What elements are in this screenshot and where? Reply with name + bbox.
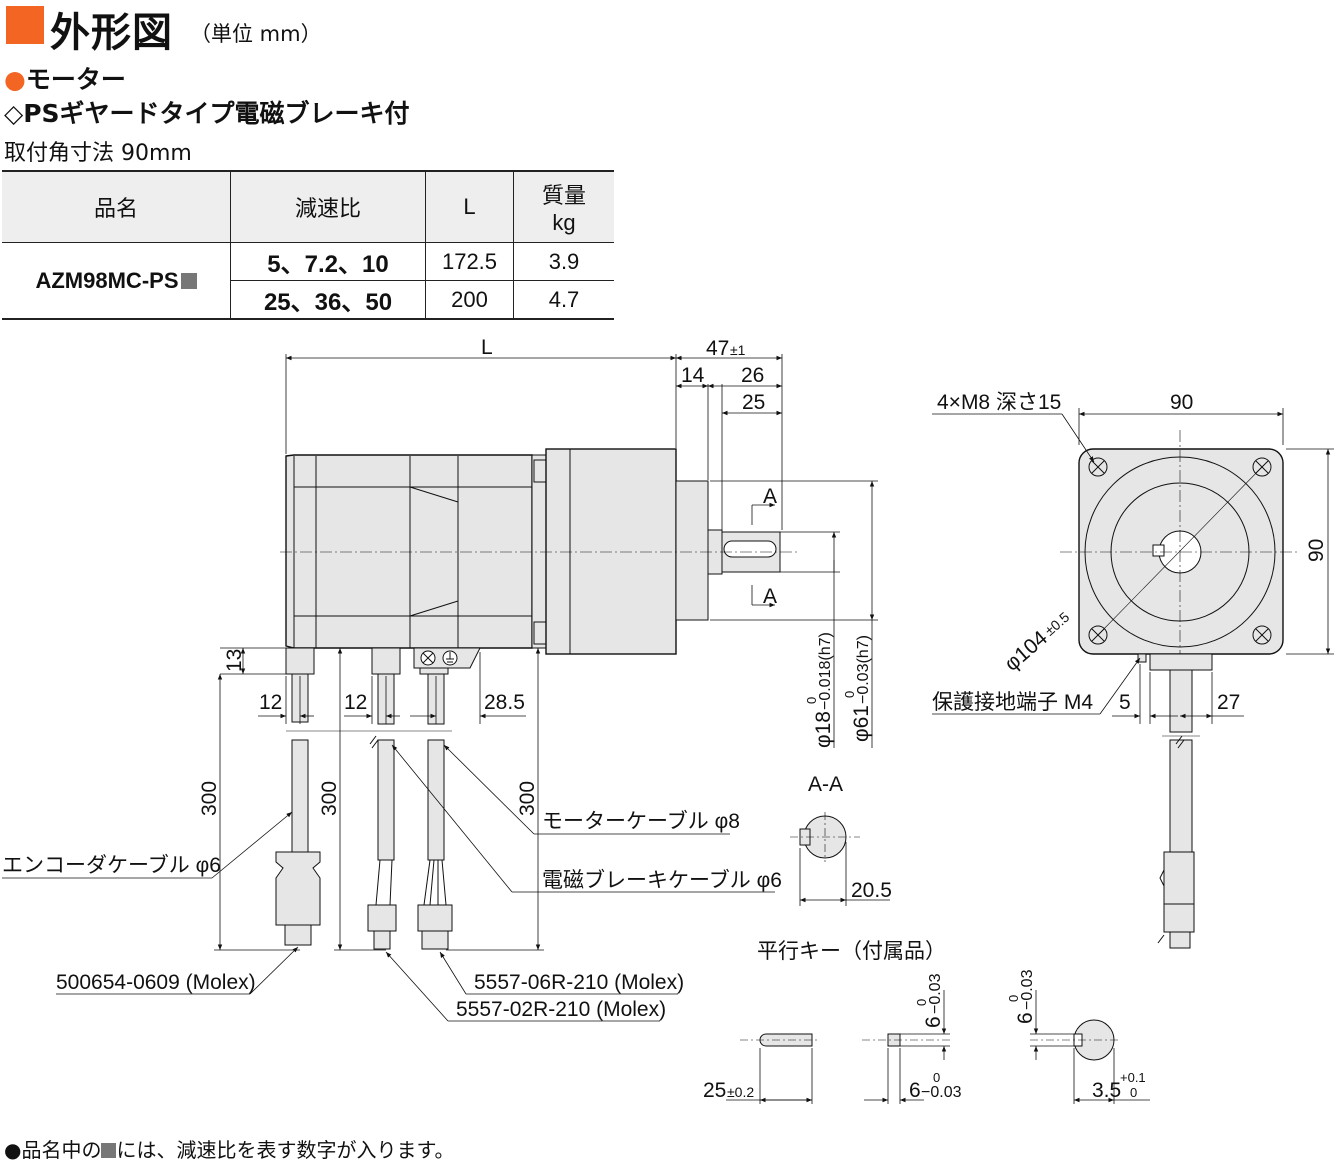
motor-side-view <box>275 448 800 950</box>
ratio-cell: 25、36、50 <box>230 280 426 320</box>
dim-13: 13 <box>223 649 246 672</box>
table-row: AZM98MC-PS 5、7.2、10 172.5 3.9 <box>2 242 614 320</box>
pilot-tol-upper: 0 <box>842 691 857 698</box>
dim-keyway-width: 6 0 −0.03 <box>1006 969 1037 1024</box>
dim-shaft-diameter: φ18 0 −0.018(h7) <box>804 632 835 748</box>
dim-300-brake: 300 <box>318 781 341 816</box>
dim-12-encoder: 12 <box>259 691 282 714</box>
pcd-tol: ±0.5 <box>1041 609 1072 639</box>
footnote-pre: ●品名中の <box>4 1138 102 1162</box>
pcd-value: φ104 <box>1000 626 1052 675</box>
parallel-key <box>726 990 1150 1104</box>
dim-300-encoder: 300 <box>198 781 221 816</box>
key-height-tol-lower: −0.03 <box>927 973 944 1014</box>
callout-brake-connector: 5557-02R-210 (Molex) <box>456 998 666 1021</box>
dim-key-height: 6 0 −0.03 <box>914 973 945 1028</box>
keyway-width-value: 6 <box>1014 1012 1037 1024</box>
dim-keyway-depth-tol-upper: +0.1 <box>1120 1070 1146 1085</box>
dim-key-width: 6 <box>909 1079 921 1102</box>
shaft-tol-upper: 0 <box>804 697 819 704</box>
unit-label: （単位 mm） <box>190 22 322 46</box>
dim-L: L <box>481 336 493 359</box>
dim-300-motor: 300 <box>516 781 539 816</box>
shaft-dia-value: φ18 <box>812 711 835 748</box>
key-title: 平行キー（付属品） <box>757 940 946 963</box>
dim-5: 5 <box>1119 691 1131 714</box>
length-cell: 200 <box>425 280 514 320</box>
section-motor: ●モーター <box>4 60 126 96</box>
dim-key-length: 25 <box>703 1079 726 1102</box>
section-motor-label: モーター <box>25 65 126 94</box>
section-aa-label: A-A <box>808 773 843 796</box>
dim-key-width-tol-upper: 0 <box>933 1070 940 1085</box>
dim-keyway-depth-tol-lower: 0 <box>1130 1085 1137 1100</box>
callout-motor-connector: 5557-06R-210 (Molex) <box>474 971 684 994</box>
page-title: 外形図 <box>50 10 173 56</box>
side-dimensions <box>2 354 878 1022</box>
dim-key-length-tol: ±0.2 <box>727 1084 754 1100</box>
placeholder-square-icon <box>180 272 197 289</box>
dim-pilot-diameter: φ61 0 −0.03(h7) <box>842 635 873 742</box>
dim-14: 14 <box>681 364 705 387</box>
col-ratio: 減速比 <box>230 170 426 243</box>
dim-front-width: 90 <box>1170 391 1193 414</box>
callout-encoder-connector: 500654-0609 (Molex) <box>56 971 256 994</box>
pilot-tol-lower: −0.03(h7) <box>855 635 872 704</box>
keyway-width-tol-lower: −0.03 <box>1019 969 1036 1010</box>
dim-47: 47 <box>706 337 729 360</box>
section-mark-a-top: A <box>763 485 777 508</box>
dim-25: 25 <box>742 391 765 414</box>
dim-mount-holes: 4×M8 深さ15 <box>937 391 1061 414</box>
dim-keyway-depth: 3.5 <box>1092 1079 1121 1102</box>
col-product: 品名 <box>2 170 231 243</box>
front-dimensions <box>932 408 1334 724</box>
motor-front-view <box>1060 430 1300 949</box>
pilot-dia-value: φ61 <box>850 705 873 742</box>
mass-cell: 4.7 <box>513 280 614 320</box>
dim-key-width-tol-lower: −0.03 <box>921 1084 962 1101</box>
bullet-icon: ● <box>4 65 26 94</box>
table-row: 25、36、50 200 4.7 <box>2 280 614 320</box>
dim-27: 27 <box>1217 691 1240 714</box>
dim-20-5: 20.5 <box>851 879 892 902</box>
col-mass-label: 質量 <box>541 183 586 208</box>
section-mark-a-bottom: A <box>763 585 777 608</box>
callout-brake-cable: 電磁ブレーキケーブル φ6 <box>542 869 782 892</box>
placeholder-square-icon <box>101 1143 117 1158</box>
keyway-width-tol-upper: 0 <box>1006 995 1021 1002</box>
title-marker <box>6 6 44 44</box>
dim-26: 26 <box>741 364 764 387</box>
footnote-post: には、減速比を表す数字が入ります。 <box>116 1138 455 1162</box>
dim-28-5: 28.5 <box>484 691 525 714</box>
dim-front-height: 90 <box>1305 539 1328 562</box>
dim-47-tol: ±1 <box>730 342 746 358</box>
col-L: L <box>425 170 514 243</box>
section-aa <box>790 812 890 906</box>
key-height-value: 6 <box>922 1016 945 1028</box>
col-mass-unit: kg <box>552 210 576 235</box>
product-name: AZM98MC-PS <box>35 267 179 293</box>
callout-motor-cable: モーターケーブル φ8 <box>542 810 740 833</box>
product-cell: AZM98MC-PS <box>2 242 231 320</box>
mass-cell: 3.9 <box>513 242 614 281</box>
dim-12-brake: 12 <box>344 691 367 714</box>
callout-encoder-cable: エンコーダケーブル φ6 <box>2 854 221 877</box>
shaft-tol-lower: −0.018(h7) <box>817 632 834 710</box>
ratio-cell: 5、7.2、10 <box>230 242 426 281</box>
dim-pcd: φ104 ±0.5 <box>1000 609 1072 676</box>
section-type: ◇PSギヤードタイプ電磁ブレーキ付 <box>4 99 410 128</box>
key-height-tol-upper: 0 <box>914 999 929 1006</box>
footnote: ●品名中のには、減速比を表す数字が入ります。 <box>4 1134 454 1163</box>
callout-ground-terminal: 保護接地端子 M4 <box>932 691 1093 714</box>
section-mount: 取付角寸法 90mm <box>4 141 192 166</box>
length-cell: 172.5 <box>425 242 514 281</box>
